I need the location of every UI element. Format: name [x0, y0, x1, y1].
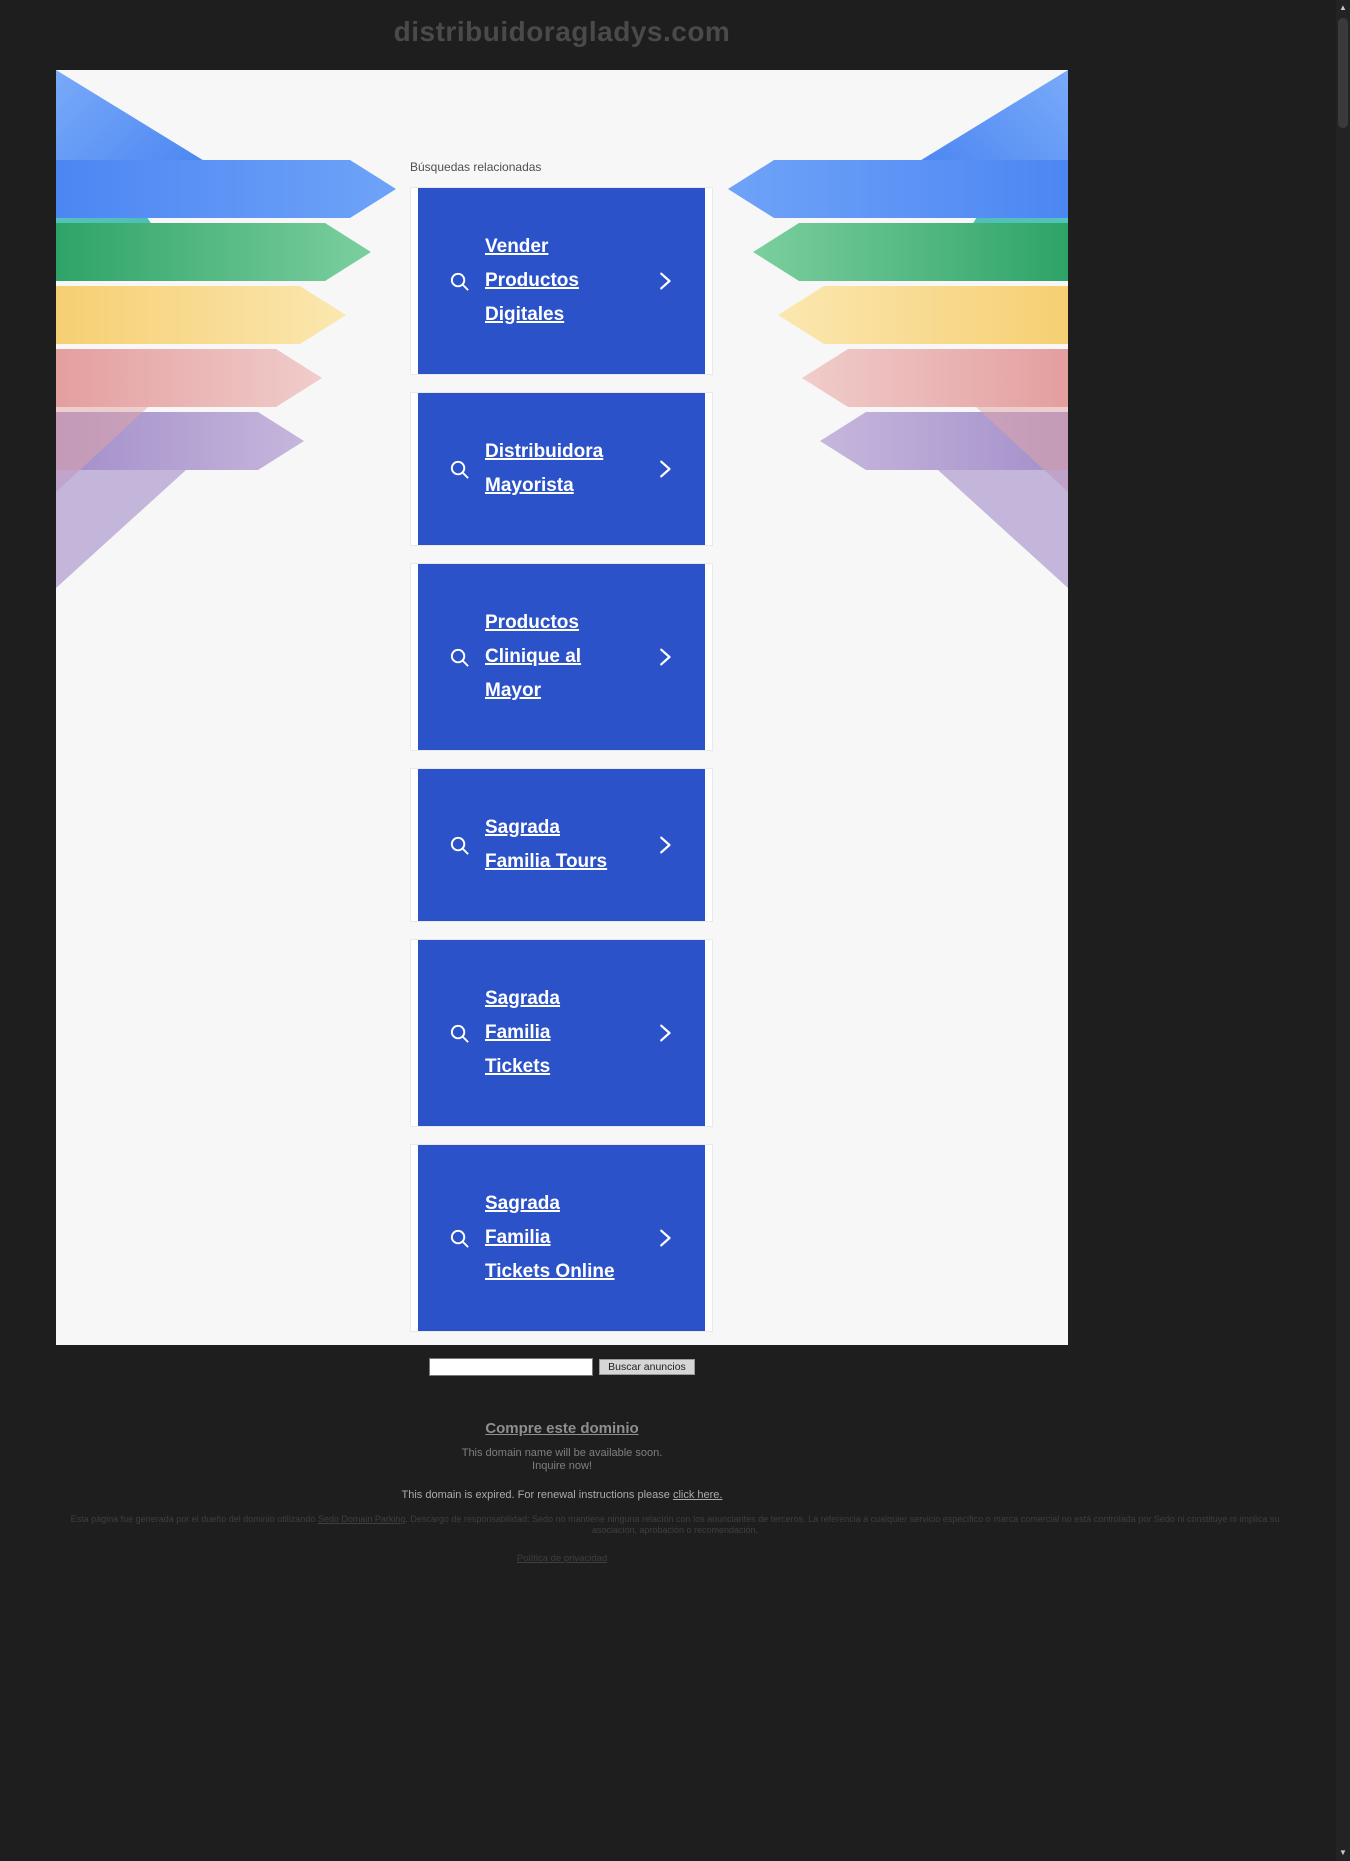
scrollbar[interactable]: ▲ ▼ — [1336, 0, 1350, 1861]
decorative-arrows-right — [722, 70, 1068, 610]
teal-corner-wedge — [56, 70, 152, 225]
up-arrow-icon[interactable]: ▲ — [1339, 3, 1347, 12]
chevron-right-icon — [653, 834, 675, 856]
search-icon — [448, 458, 471, 481]
related-search-label: Sagrada Familia Tickets Online — [485, 1193, 615, 1282]
availability-text: This domain name will be available soon.… — [56, 1447, 1068, 1472]
disclaimer-text-after: . Descargo de responsabilidad: Sedo no m… — [405, 1514, 1280, 1535]
buy-domain-row: Compre este dominio — [56, 1420, 1068, 1438]
search-icon — [448, 1227, 471, 1250]
privacy-row: Política de privacidad — [56, 1548, 1068, 1566]
blue-corner-wedge — [56, 70, 206, 162]
arrow-shape-purple — [56, 412, 304, 470]
renewal-notice-text: This domain is expired. For renewal inst… — [401, 1489, 673, 1501]
disclaimer-text-before: Esta página fue generada por el dueño de… — [70, 1514, 318, 1524]
related-searches-heading: Búsquedas relacionadas — [410, 160, 542, 174]
arrow-shape-green — [753, 223, 1068, 281]
ad-search-input[interactable] — [429, 1358, 594, 1376]
buy-domain-link[interactable]: Compre este dominio — [485, 1420, 639, 1437]
related-search-label: Distribuidora Mayorista — [485, 441, 604, 496]
search-icon — [448, 646, 471, 669]
related-search-label: Sagrada Familia Tickets — [485, 988, 560, 1077]
arrow-shape-pink — [56, 349, 322, 407]
pink-bottom-wedge — [976, 407, 1068, 492]
purple-bottom-wedge — [938, 470, 1068, 588]
arrow-shape-blue — [728, 160, 1068, 218]
chevron-right-icon — [653, 270, 675, 292]
renewal-click-here-link[interactable]: click here. — [672, 1489, 723, 1501]
list-item: Productos Clinique al Mayor — [410, 563, 713, 751]
content-panel: Búsquedas relacionadas Vender Productos … — [56, 70, 1068, 1345]
scrollbar-thumb[interactable] — [1338, 18, 1348, 128]
related-search-label: Vender Productos Digitales — [485, 236, 579, 325]
pink-bottom-wedge — [56, 407, 148, 492]
related-search-link[interactable]: Vender Productos Digitales — [418, 188, 705, 374]
related-search-label: Productos Clinique al Mayor — [485, 612, 582, 701]
ad-search-button[interactable]: Buscar anuncios — [599, 1359, 695, 1375]
list-item: Distribuidora Mayorista — [410, 392, 713, 546]
purple-bottom-wedge — [56, 470, 186, 588]
ad-search-form: Buscar anuncios — [56, 1358, 1068, 1376]
related-search-link[interactable]: Sagrada Familia Tours — [418, 769, 705, 921]
related-search-link[interactable]: Distribuidora Mayorista — [418, 393, 705, 545]
down-arrow-icon[interactable]: ▼ — [1339, 1848, 1347, 1857]
related-searches-column: Búsquedas relacionadas Vender Productos … — [410, 160, 713, 1332]
teal-corner-wedge — [972, 70, 1068, 225]
sedo-domain-parking-link[interactable]: Sedo Domain Parking — [317, 1514, 406, 1524]
arrow-shape-purple — [820, 412, 1068, 470]
chevron-right-icon — [653, 1227, 675, 1249]
availability-line1: This domain name will be available soon. — [461, 1447, 663, 1459]
related-search-link[interactable]: Sagrada Familia Tickets — [418, 940, 705, 1126]
arrow-shape-yellow — [56, 286, 346, 344]
chevron-right-icon — [653, 1022, 675, 1044]
footer-disclaimer: Esta página fue generada por el dueño de… — [60, 1514, 1290, 1536]
chevron-right-icon — [653, 646, 675, 668]
list-item: Sagrada Familia Tickets — [410, 939, 713, 1127]
availability-line2: Inquire now! — [532, 1459, 592, 1472]
renewal-notice: This domain is expired. For renewal inst… — [56, 1489, 1068, 1501]
arrow-shape-green — [56, 223, 371, 281]
search-icon — [448, 834, 471, 857]
related-search-link[interactable]: Sagrada Familia Tickets Online — [418, 1145, 705, 1331]
decorative-arrows-left — [56, 70, 402, 610]
list-item: Vender Productos Digitales — [410, 187, 713, 375]
chevron-right-icon — [653, 458, 675, 480]
arrow-shape-pink — [802, 349, 1068, 407]
list-item: Sagrada Familia Tours — [410, 768, 713, 922]
search-icon — [448, 270, 471, 293]
domain-title: distribuidoragladys.com — [393, 16, 731, 47]
related-search-link[interactable]: Productos Clinique al Mayor — [418, 564, 705, 750]
arrow-shape-blue — [56, 160, 396, 218]
arrow-shape-yellow — [778, 286, 1068, 344]
list-item: Sagrada Familia Tickets Online — [410, 1144, 713, 1332]
related-search-label: Sagrada Familia Tours — [485, 817, 608, 872]
search-icon — [448, 1022, 471, 1045]
blue-corner-wedge — [918, 70, 1068, 162]
privacy-policy-link[interactable]: Política de privacidad — [516, 1553, 608, 1564]
